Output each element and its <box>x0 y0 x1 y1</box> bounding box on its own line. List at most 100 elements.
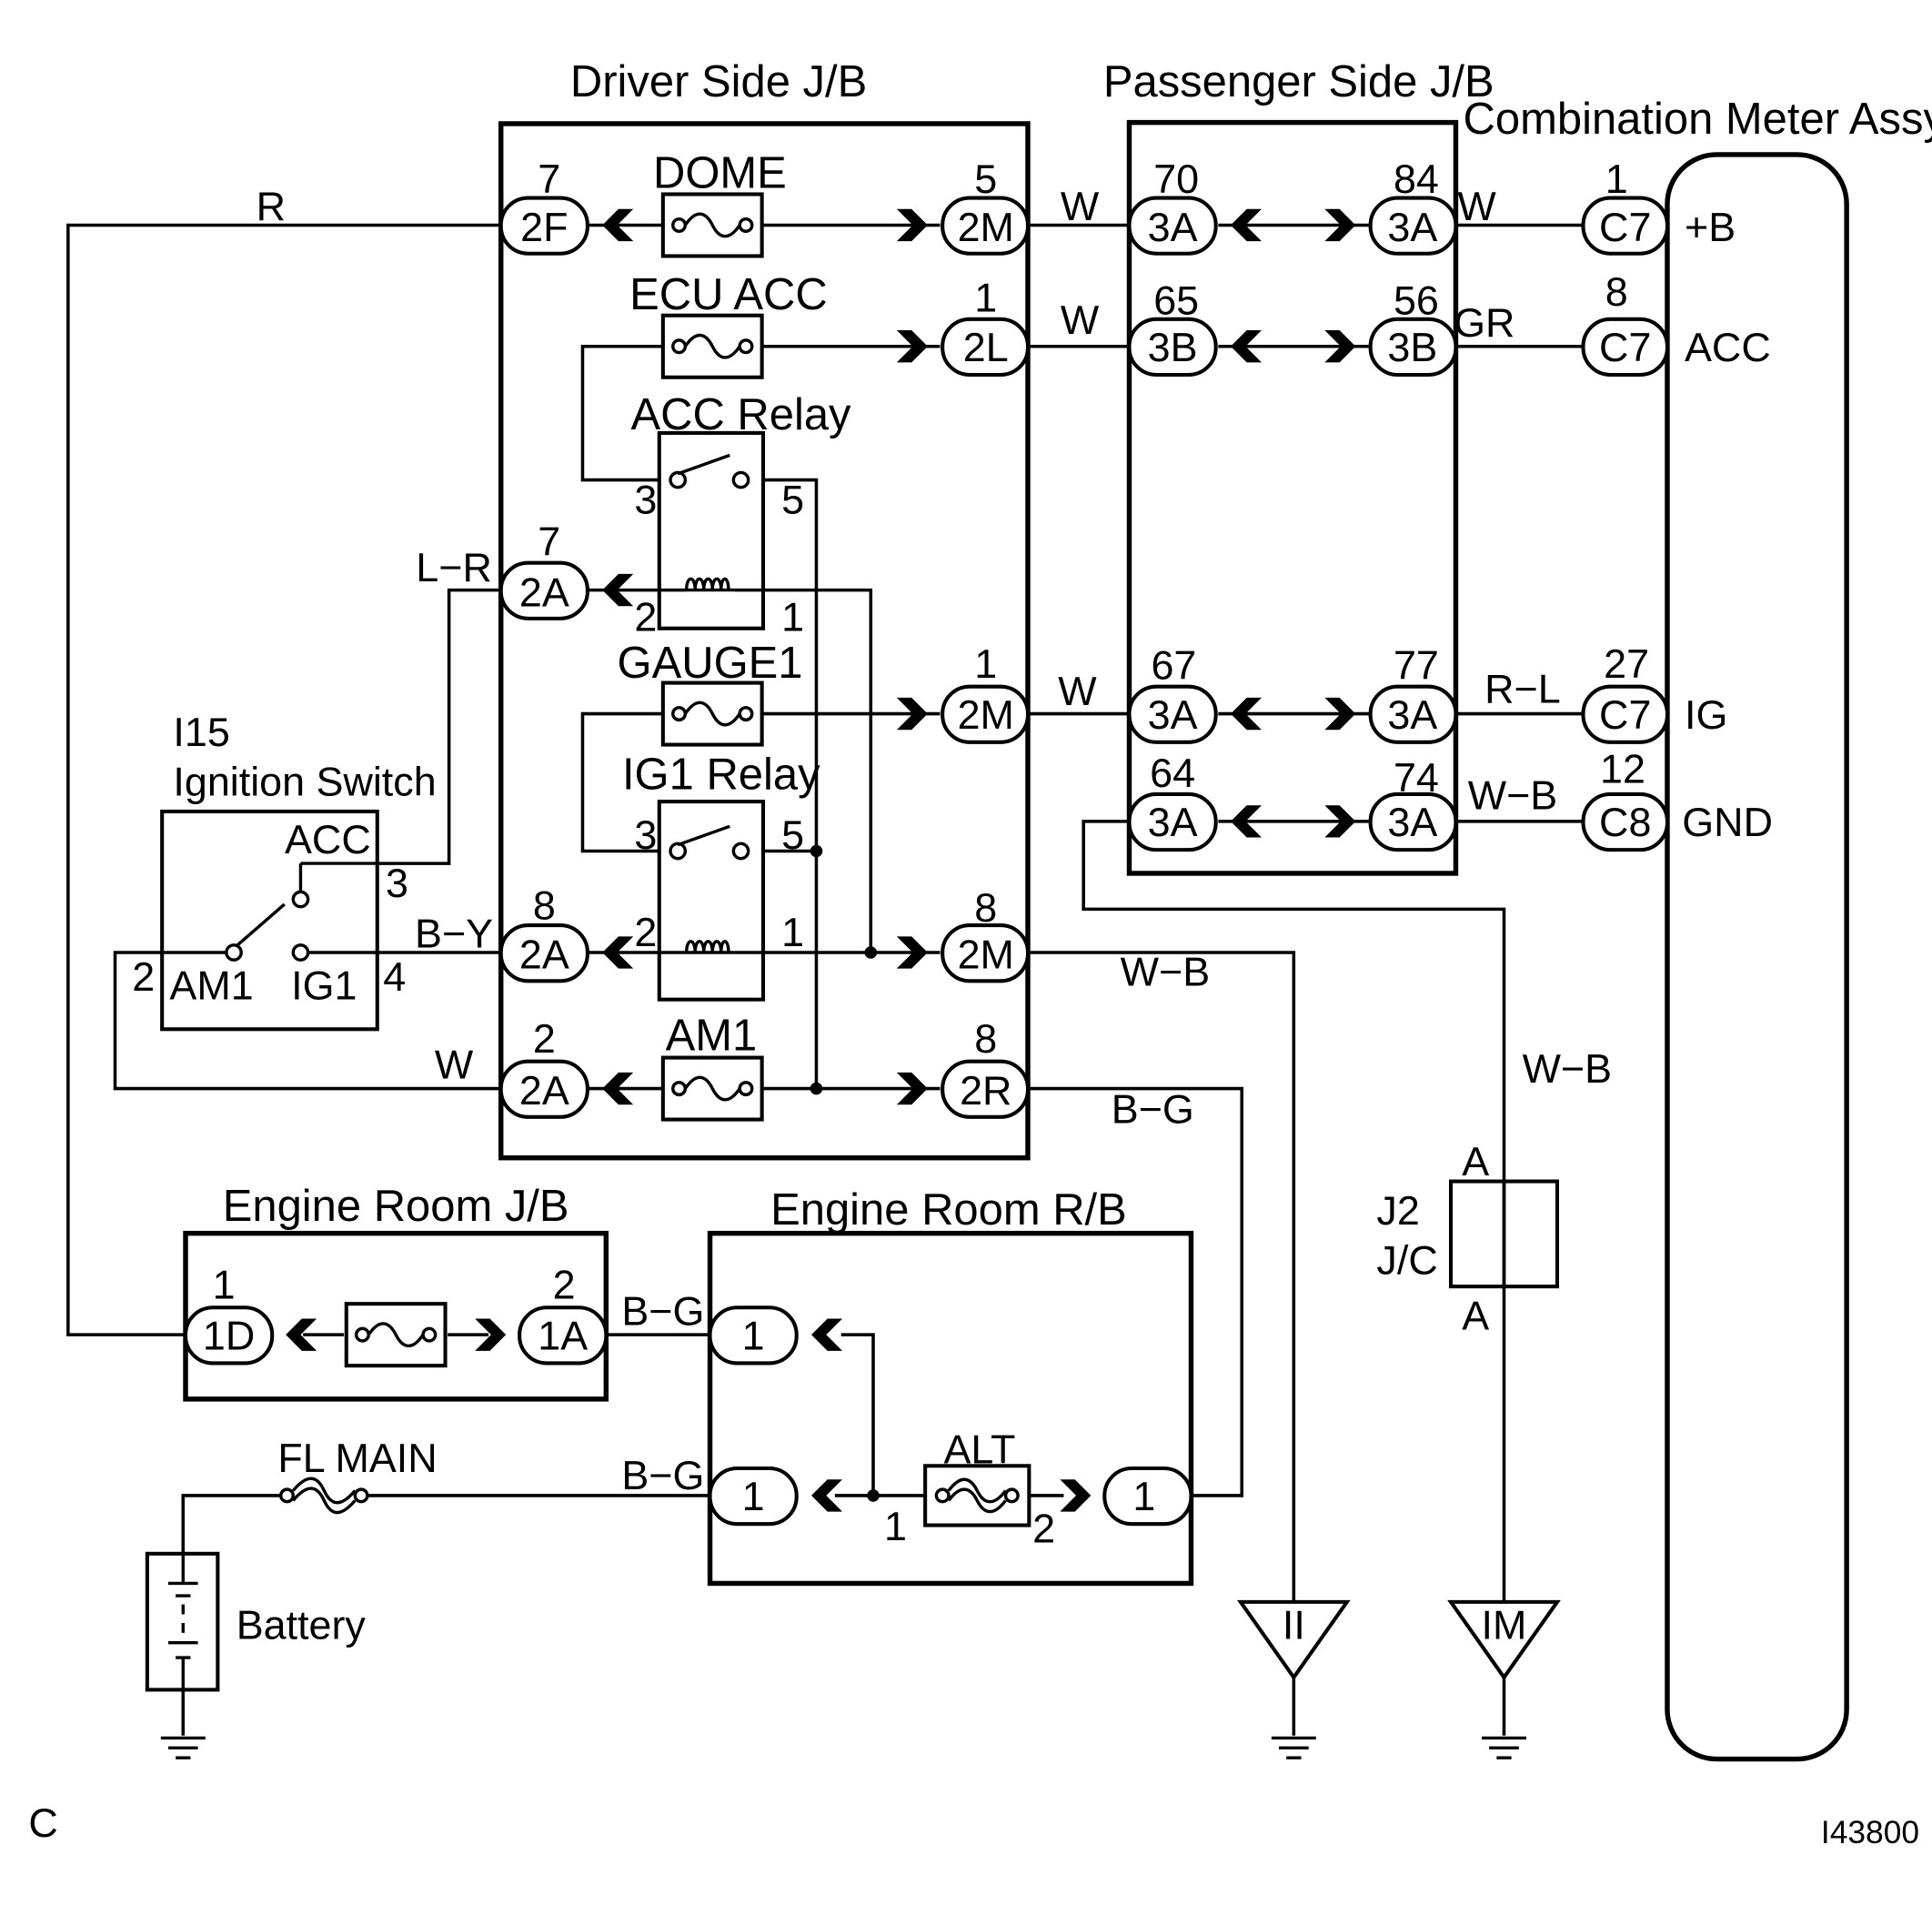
corner-code: C <box>28 1799 57 1846</box>
combination-meter-box <box>1665 152 1849 1762</box>
wire-color-label: W <box>1058 668 1097 714</box>
connector-code: 1 <box>742 1473 765 1519</box>
wire-color-label: L−R <box>416 544 492 590</box>
engine-room-jb-box <box>183 1230 609 1402</box>
wire-color-label: W−B <box>1468 771 1557 818</box>
ig1-relay-pin2: 2 <box>634 909 657 955</box>
wire-color-label: W <box>435 1042 474 1088</box>
connector-code: 2A <box>519 932 569 978</box>
ignition-switch-contacts <box>162 862 377 962</box>
meter-terminal-acc: ACC <box>1685 324 1771 370</box>
connector-pin: 8 <box>533 882 556 928</box>
connector-pin: 5 <box>974 156 997 202</box>
fuse-dome-symbol <box>663 194 762 256</box>
connector-code: C7 <box>1599 691 1651 738</box>
connector-code: 3B <box>1148 324 1198 370</box>
acc-relay-pin3: 3 <box>634 476 657 522</box>
ground-symbols <box>160 1599 1561 1759</box>
junction-pin-top: A <box>1462 1138 1489 1184</box>
alt-pin-2: 2 <box>1032 1506 1055 1552</box>
splice-dot <box>867 1489 880 1502</box>
wire-color-label: R−L <box>1484 665 1561 711</box>
wire-color-label: W−B <box>1523 1045 1612 1092</box>
splice-dot <box>864 946 878 959</box>
acc-relay-pin1: 1 <box>781 593 804 640</box>
connector-pin: 77 <box>1394 641 1439 688</box>
junction-code: J2 <box>1376 1187 1419 1234</box>
engine-room-rb-title: Engine Room R/B <box>770 1185 1127 1235</box>
connector-pin: 1 <box>974 640 997 687</box>
wire-color-label: B−G <box>621 1452 704 1498</box>
connector-pin: 27 <box>1604 640 1649 687</box>
connector-code: 1D <box>203 1312 255 1358</box>
fuse-ecu-acc-symbol <box>663 316 762 378</box>
connector-pin: 67 <box>1151 641 1196 688</box>
wire-color-label: W <box>1061 183 1100 229</box>
ig1-relay-pin1: 1 <box>781 909 804 955</box>
splice-dot <box>810 844 823 858</box>
connector-code: 2R <box>960 1067 1011 1114</box>
acc-relay-pin5: 5 <box>781 476 804 522</box>
connector-code: 2M <box>958 204 1014 250</box>
connector-code: 1 <box>1132 1473 1155 1519</box>
wire-color-label: GR <box>1454 299 1514 346</box>
switch-ig1-label: IG1 <box>291 963 357 1009</box>
connector-pin: 84 <box>1394 156 1439 202</box>
fuse-alt-label: ALT <box>943 1426 1015 1473</box>
fuse-fl-main-symbol <box>279 1477 369 1515</box>
ignition-switch-code: I15 <box>173 709 229 755</box>
connector-pin: 74 <box>1394 754 1439 801</box>
switch-pin-3: 3 <box>386 860 408 906</box>
engine-room-rb-box <box>707 1230 1194 1587</box>
engine-room-jb-title: Engine Room J/B <box>223 1182 569 1231</box>
connector-code: 2A <box>519 1067 569 1114</box>
connector-code: 2M <box>958 691 1014 738</box>
connector-pin: 8 <box>1605 268 1628 315</box>
connector-code: 2A <box>519 569 569 615</box>
connector-pin: 1 <box>974 275 997 321</box>
acc-relay-internals <box>659 453 764 592</box>
connector-pin: 7 <box>538 156 560 202</box>
battery-label: Battery <box>236 1602 367 1648</box>
connector-pills <box>183 196 1670 1527</box>
connector-pin: 1 <box>1605 156 1628 202</box>
connector-code: 3A <box>1148 799 1198 845</box>
junction-pin-bottom: A <box>1462 1293 1489 1339</box>
connector-code: 2L <box>963 324 1009 370</box>
ground-label-ii: II <box>1283 1602 1305 1648</box>
fuse-gauge1-symbol <box>663 683 762 745</box>
connector-pin: 65 <box>1153 277 1199 323</box>
connector-code: 1 <box>742 1312 765 1358</box>
splice-dot <box>810 1082 823 1095</box>
connector-pin: 70 <box>1153 156 1199 202</box>
connector-pin: 8 <box>974 884 997 931</box>
fuse-alt-symbol <box>923 1464 1031 1527</box>
connector-code: 3A <box>1387 691 1437 738</box>
connector-pin: 7 <box>538 519 560 565</box>
meter-terminal-b: +B <box>1685 204 1736 250</box>
acc-relay-pin2: 2 <box>634 593 657 640</box>
passenger-jb-title: Passenger Side J/B <box>1103 57 1494 106</box>
connector-pin: 1 <box>213 1262 236 1308</box>
connector-pin: 2 <box>533 1015 556 1062</box>
ig1-relay-label: IG1 Relay <box>622 751 820 800</box>
ig1-relay-pin3: 3 <box>634 811 657 858</box>
switch-am1-label: AM1 <box>169 963 253 1009</box>
wire-color-label: W−B <box>1121 949 1210 995</box>
ig1-relay-pin5: 5 <box>781 811 804 858</box>
connector-code: 3A <box>1387 799 1437 845</box>
meter-terminal-gnd: GND <box>1682 799 1773 845</box>
fuse-gauge1-label: GAUGE1 <box>618 639 803 688</box>
switch-acc-label: ACC <box>285 816 371 862</box>
connector-pin: 56 <box>1394 277 1439 323</box>
driver-jb-box <box>498 121 1031 1161</box>
switch-pin-2: 2 <box>132 953 155 1000</box>
fuse-fl-main-label: FL MAIN <box>277 1435 437 1481</box>
fuse-am1-label: AM1 <box>666 1011 758 1060</box>
fuse-dome-label: DOME <box>653 149 787 198</box>
connector-code: C8 <box>1599 799 1651 845</box>
battery-cells <box>167 1553 198 1690</box>
connector-code: 1A <box>538 1312 588 1358</box>
connector-code: C7 <box>1599 204 1651 250</box>
